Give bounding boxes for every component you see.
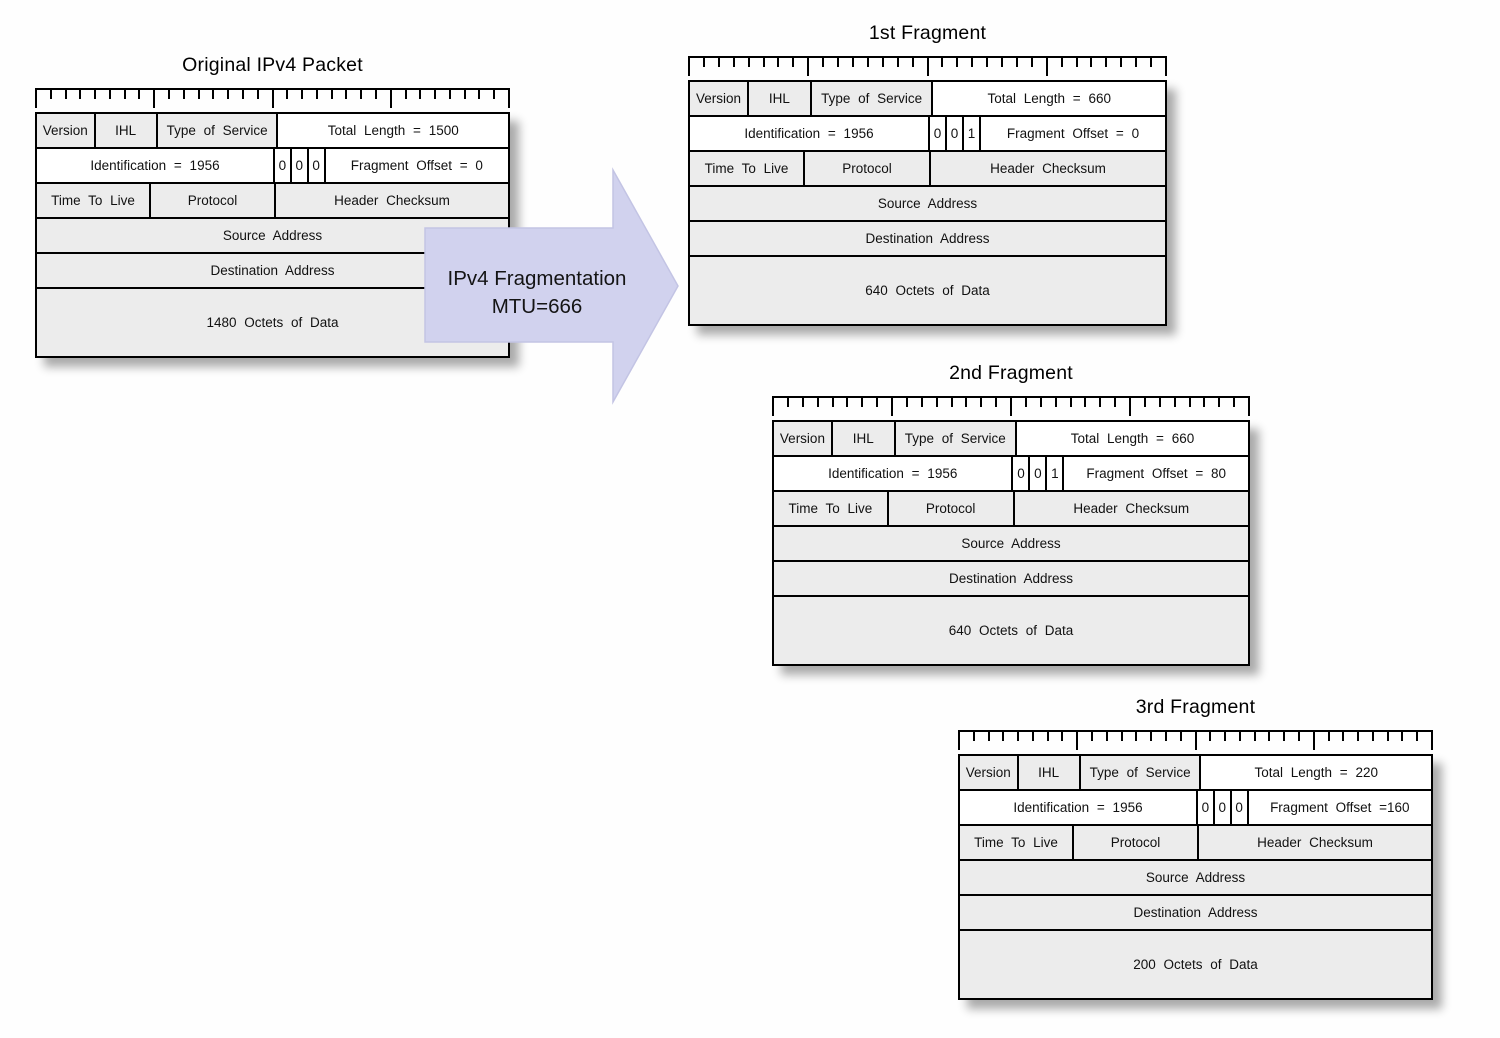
total-length-cell: Total Length = 220: [1201, 756, 1431, 789]
header-checksum-cell: Header Checksum: [931, 152, 1165, 185]
header-row-1: Version IHL Type of Service Total Length…: [690, 82, 1165, 117]
destination-address-cell: Destination Address: [960, 896, 1431, 929]
flag-mf-cell: 0: [308, 149, 326, 182]
fragment-offset-cell: Fragment Offset = 80: [1064, 457, 1248, 490]
packet-table: Version IHL Type of Service Total Length…: [958, 754, 1433, 1000]
destination-address-row: Destination Address: [774, 562, 1248, 597]
identification-cell: Identification = 1956: [690, 117, 930, 150]
packet-fragment-2: 2nd Fragment Version IHL Type of Service…: [772, 360, 1250, 666]
ihl-cell: IHL: [749, 82, 812, 115]
header-row-2: Identification = 1956 0 0 1 Fragment Off…: [690, 117, 1165, 152]
flag-reserved-cell: 0: [1197, 791, 1215, 824]
total-length-cell: Total Length = 660: [1016, 422, 1248, 455]
header-row-1: Version IHL Type of Service Total Length…: [37, 114, 508, 149]
arrow-shape: [424, 167, 679, 405]
fragmentation-arrow: IPv4 Fragmentation MTU=666: [424, 167, 679, 405]
header-row-1: Version IHL Type of Service Total Length…: [960, 756, 1431, 791]
identification-cell: Identification = 1956: [37, 149, 275, 182]
header-row-3: Time To Live Protocol Header Checksum: [960, 826, 1431, 861]
packet-title: 3rd Fragment: [1135, 696, 1256, 718]
header-checksum-cell: Header Checksum: [276, 184, 508, 217]
identification-cell: Identification = 1956: [774, 457, 1014, 490]
payload-cell: 640 Octets of Data: [690, 257, 1165, 324]
arrow-label-line2: MTU=666: [492, 295, 583, 318]
source-address-cell: Source Address: [690, 187, 1165, 220]
version-cell: Version: [774, 422, 833, 455]
destination-address-row: Destination Address: [690, 222, 1165, 257]
flag-mf-cell: 0: [1231, 791, 1249, 824]
header-checksum-cell: Header Checksum: [1199, 826, 1431, 859]
payload-row: 640 Octets of Data: [690, 257, 1165, 324]
type-of-service-cell: Type of Service: [895, 422, 1017, 455]
header-row-1: Version IHL Type of Service Total Length…: [774, 422, 1248, 457]
header-row-3: Time To Live Protocol Header Checksum: [37, 184, 508, 219]
ihl-cell: IHL: [1018, 756, 1081, 789]
packet-table: Version IHL Type of Service Total Length…: [688, 80, 1167, 326]
payload-cell: 640 Octets of Data: [774, 597, 1248, 664]
source-address-cell: Source Address: [774, 527, 1248, 560]
header-row-3: Time To Live Protocol Header Checksum: [690, 152, 1165, 187]
packet-original: Original IPv4 Packet Version IHL Type of…: [35, 52, 510, 358]
protocol-cell: Protocol: [805, 152, 932, 185]
fragment-offset-cell: Fragment Offset = 0: [980, 117, 1165, 150]
flag-df-cell: 0: [1214, 791, 1232, 824]
flag-reserved-cell: 0: [929, 117, 947, 150]
flag-df-cell: 0: [291, 149, 309, 182]
type-of-service-cell: Type of Service: [1080, 756, 1202, 789]
flag-reserved-cell: 0: [274, 149, 292, 182]
destination-address-row: Destination Address: [960, 896, 1431, 931]
flag-df-cell: 0: [946, 117, 964, 150]
header-checksum-cell: Header Checksum: [1014, 492, 1248, 525]
flag-reserved-cell: 0: [1013, 457, 1031, 490]
ihl-cell: IHL: [95, 114, 158, 147]
source-address-row: Source Address: [774, 527, 1248, 562]
header-row-2: Identification = 1956 0 0 0 Fragment Off…: [37, 149, 508, 184]
header-row-2: Identification = 1956 0 0 1 Fragment Off…: [774, 457, 1248, 492]
packet-title: 1st Fragment: [868, 22, 987, 44]
type-of-service-cell: Type of Service: [157, 114, 279, 147]
payload-row: 640 Octets of Data: [774, 597, 1248, 664]
total-length-cell: Total Length = 1500: [278, 114, 508, 147]
packet-title: 2nd Fragment: [949, 362, 1073, 384]
protocol-cell: Protocol: [888, 492, 1015, 525]
packet-title: Original IPv4 Packet: [182, 54, 363, 76]
bit-ruler: [688, 56, 1167, 76]
packet-table: Version IHL Type of Service Total Length…: [35, 112, 510, 358]
header-row-3: Time To Live Protocol Header Checksum: [774, 492, 1248, 527]
packet-table: Version IHL Type of Service Total Length…: [772, 420, 1250, 666]
version-cell: Version: [960, 756, 1019, 789]
header-row-2: Identification = 1956 0 0 0 Fragment Off…: [960, 791, 1431, 826]
bit-ruler: [958, 730, 1433, 750]
payload-row: 200 Octets of Data: [960, 931, 1431, 998]
protocol-cell: Protocol: [1074, 826, 1200, 859]
type-of-service-cell: Type of Service: [811, 82, 934, 115]
packet-fragment-3: 3rd Fragment Version IHL Type of Service…: [958, 694, 1433, 1000]
packet-fragment-1: 1st Fragment Version IHL Type of Service…: [688, 20, 1167, 326]
identification-cell: Identification = 1956: [960, 791, 1198, 824]
version-cell: Version: [690, 82, 749, 115]
bit-ruler: [772, 396, 1250, 416]
source-address-row: Source Address: [690, 187, 1165, 222]
flag-mf-cell: 1: [963, 117, 981, 150]
protocol-cell: Protocol: [151, 184, 277, 217]
payload-cell: 200 Octets of Data: [960, 931, 1431, 998]
fragment-offset-cell: Fragment Offset =160: [1248, 791, 1431, 824]
total-length-cell: Total Length = 660: [933, 82, 1165, 115]
bit-ruler: [35, 88, 510, 108]
source-address-row: Source Address: [960, 861, 1431, 896]
version-cell: Version: [37, 114, 96, 147]
ttl-cell: Time To Live: [960, 826, 1075, 859]
flag-mf-cell: 1: [1047, 457, 1065, 490]
ttl-cell: Time To Live: [690, 152, 806, 185]
destination-address-cell: Destination Address: [690, 222, 1165, 255]
flag-df-cell: 0: [1030, 457, 1048, 490]
source-address-cell: Source Address: [960, 861, 1431, 894]
ihl-cell: IHL: [832, 422, 896, 455]
arrow-label-line1: IPv4 Fragmentation: [448, 267, 627, 290]
destination-address-cell: Destination Address: [774, 562, 1248, 595]
ttl-cell: Time To Live: [774, 492, 889, 525]
fragment-offset-cell: Fragment Offset = 0: [325, 149, 508, 182]
ttl-cell: Time To Live: [37, 184, 152, 217]
